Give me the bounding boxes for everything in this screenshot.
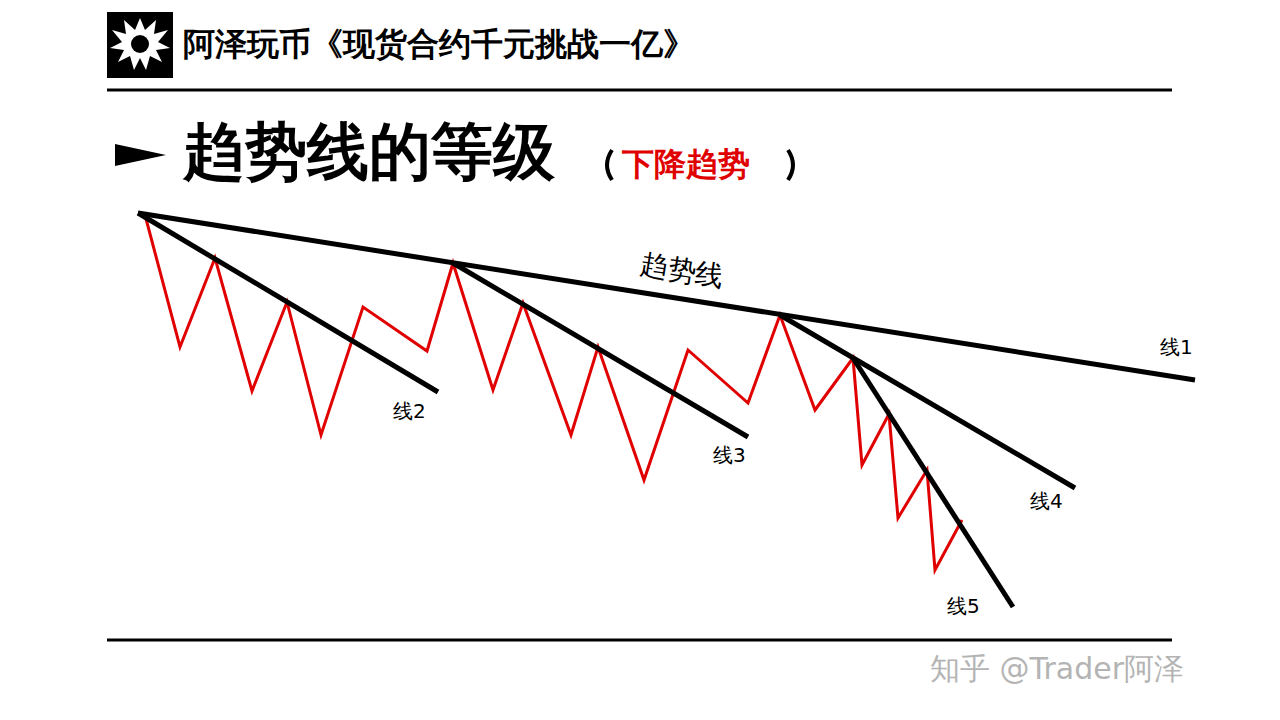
parenthesis (607, 150, 612, 180)
header-text: 阿泽玩币《现货合约千元挑战一亿》 (183, 27, 695, 62)
line-label: 线5 (947, 595, 980, 617)
slide-title: 趋势线的等级 (183, 118, 555, 186)
footer-rule (107, 639, 1172, 642)
line-label: 趋势线 (638, 250, 726, 294)
trend-line (138, 213, 1195, 380)
trend-line (780, 315, 1075, 488)
subtitle: 下降趋势 (622, 147, 750, 182)
bullet-arrow (115, 144, 166, 166)
line-label: 线2 (393, 400, 426, 422)
price-zigzag (145, 215, 962, 570)
logo-icon (107, 12, 173, 78)
watermark: 知乎 @Trader阿泽 (930, 652, 1184, 685)
header-rule (107, 89, 1172, 92)
line-label: 线1 (1160, 336, 1193, 358)
trend-line (853, 358, 1013, 607)
line-label: 线4 (1030, 490, 1063, 512)
parenthesis (788, 150, 793, 180)
line-label: 线3 (713, 444, 746, 466)
trend-line (138, 213, 438, 392)
